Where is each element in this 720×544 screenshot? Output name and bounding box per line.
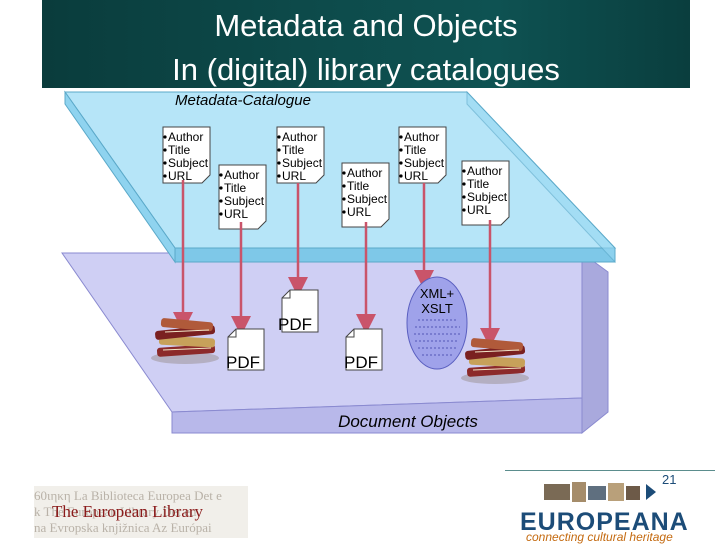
xslt-label: XSLT (421, 301, 453, 316)
europeana-tagline: connecting cultural heritage (526, 530, 673, 544)
bullet-icon (342, 210, 346, 214)
pdf-label-middle: PDF (278, 315, 312, 334)
card-field: Author (347, 166, 382, 180)
card-sheet (398, 126, 447, 184)
card-field: Subject (168, 156, 209, 170)
library-name: The European Library (52, 502, 204, 521)
title-line-2: In (digital) library catalogues (172, 52, 560, 87)
europeana-name: EUROPEANA (520, 508, 689, 536)
book-stack-left (151, 318, 219, 364)
bullet-icon (342, 197, 346, 201)
catalogue-label: Metadata-Catalogue (175, 92, 311, 109)
card-field: URL (282, 169, 306, 183)
card-field: Author (282, 130, 317, 144)
bullet-icon (219, 212, 223, 216)
card-field: Subject (282, 156, 323, 170)
bullet-icon (163, 135, 167, 139)
card-field: Subject (467, 190, 508, 204)
bullet-icon (342, 171, 346, 175)
pdf-document-middle: PDF (278, 289, 319, 334)
card-sheet (276, 126, 325, 184)
pdf-label-left: PDF (226, 353, 260, 372)
library-bg-text-2: k The European Library Det eu (34, 504, 197, 519)
europeana-artwork (544, 482, 656, 502)
bullet-icon (462, 208, 466, 212)
document-objects-label: Document Objects (338, 412, 478, 431)
bullet-icon (462, 182, 466, 186)
bullet-icon (163, 174, 167, 178)
bullet-icon (399, 161, 403, 165)
card-field: Title (224, 181, 247, 195)
card-field: Subject (347, 192, 388, 206)
bullet-icon (277, 148, 281, 152)
binary-pattern (414, 319, 460, 356)
card-field: Author (168, 130, 203, 144)
pdf-document-left: PDF (226, 328, 265, 372)
bullet-icon (163, 148, 167, 152)
xml-label: XML+ (420, 286, 454, 301)
bullet-icon (342, 184, 346, 188)
bullet-icon (462, 169, 466, 173)
card-field: Title (282, 143, 305, 157)
bullet-icon (219, 186, 223, 190)
bullet-icon (277, 135, 281, 139)
card-field: Title (467, 177, 490, 191)
card-field: URL (404, 169, 428, 183)
library-bg-text-3: na Evropska knjižnica Az Európai (34, 520, 212, 535)
card-field: Subject (404, 156, 445, 170)
card-field: Title (404, 143, 427, 157)
card-sheet (162, 126, 211, 184)
card-field: Author (404, 130, 439, 144)
card-sheet (218, 164, 267, 230)
book-stack-right (461, 338, 529, 384)
card-field: Title (168, 143, 191, 157)
document-objects-plane (61, 252, 609, 435)
card-sheet (341, 162, 390, 228)
xml-xslt-object: XML+ XSLT (406, 276, 468, 370)
card-sheet (461, 160, 510, 226)
bullet-icon (277, 161, 281, 165)
bullet-icon (277, 174, 281, 178)
european-library-logo: 60ιηκη La Biblioteca Europea Det e k The… (34, 486, 248, 538)
card-field: Title (347, 179, 370, 193)
metadata-catalogue-plane (64, 90, 617, 264)
bullet-icon (399, 174, 403, 178)
pdf-document-right: PDF (344, 328, 383, 372)
page-number: 21 (662, 472, 677, 487)
pdf-label-right: PDF (344, 353, 378, 372)
card-field: URL (168, 169, 192, 183)
card-field: Author (467, 164, 502, 178)
title-line-1: Metadata and Objects (214, 8, 518, 43)
title-banner: Metadata and Objects In (digital) librar… (42, 0, 690, 88)
bullet-icon (399, 135, 403, 139)
arrows (173, 180, 500, 348)
footer-divider (505, 470, 715, 471)
card-field: URL (347, 205, 371, 219)
bullet-icon (399, 148, 403, 152)
card-field: Author (224, 168, 259, 182)
bullet-icon (219, 199, 223, 203)
card-field: URL (467, 203, 491, 217)
europeana-logo: EUROPEANA connecting cultural heritage (520, 478, 715, 544)
bullet-icon (462, 195, 466, 199)
library-bg-text-1: 60ιηκη La Biblioteca Europea Det e (34, 488, 222, 503)
bullet-icon (219, 173, 223, 177)
card-field: Subject (224, 194, 265, 208)
bullet-icon (163, 161, 167, 165)
card-field: URL (224, 207, 248, 221)
